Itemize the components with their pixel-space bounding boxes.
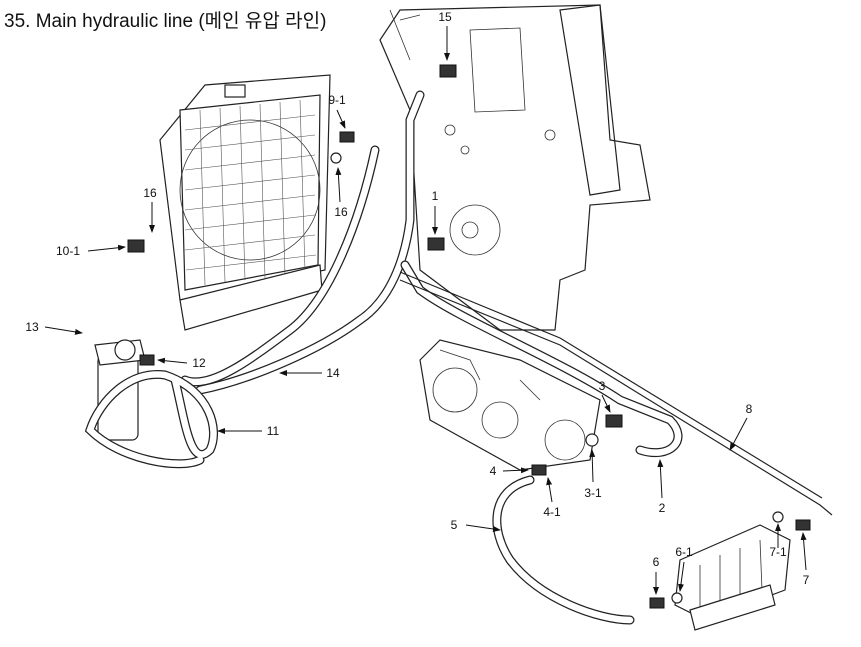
fittings xyxy=(127,64,811,609)
part-label: 16 xyxy=(143,186,157,200)
part-label: 7-1 xyxy=(769,545,787,559)
part-label: 10-1 xyxy=(55,244,81,258)
radiator xyxy=(159,74,331,331)
hoses xyxy=(84,90,833,625)
filter xyxy=(94,339,146,441)
part-label: 14 xyxy=(326,366,340,380)
page-title: 35. Main hydraulic line (메인 유압 라인) xyxy=(4,11,327,32)
part-label: 5 xyxy=(450,518,458,532)
part-label: 6-1 xyxy=(675,545,693,559)
part-label: 15 xyxy=(438,10,452,24)
part-label: 2 xyxy=(658,501,666,515)
part-label: 7 xyxy=(802,573,810,587)
part-label: 13 xyxy=(25,320,39,334)
part-label: 4-1 xyxy=(543,505,561,519)
part-label: 3-1 xyxy=(584,486,602,500)
part-label: 12 xyxy=(192,356,206,370)
part-label: 11 xyxy=(266,424,280,438)
part-label: 6 xyxy=(652,555,660,569)
control-valve xyxy=(674,524,791,631)
part-label: 9-1 xyxy=(328,93,346,107)
pump xyxy=(419,339,601,471)
part-label: 4 xyxy=(489,464,497,478)
part-label: 1 xyxy=(431,189,439,203)
frame-plate xyxy=(379,4,651,331)
part-label: 8 xyxy=(745,402,753,416)
part-label: 3 xyxy=(598,379,606,393)
part-label: 16 xyxy=(334,205,348,219)
leader-arrows xyxy=(44,26,807,595)
